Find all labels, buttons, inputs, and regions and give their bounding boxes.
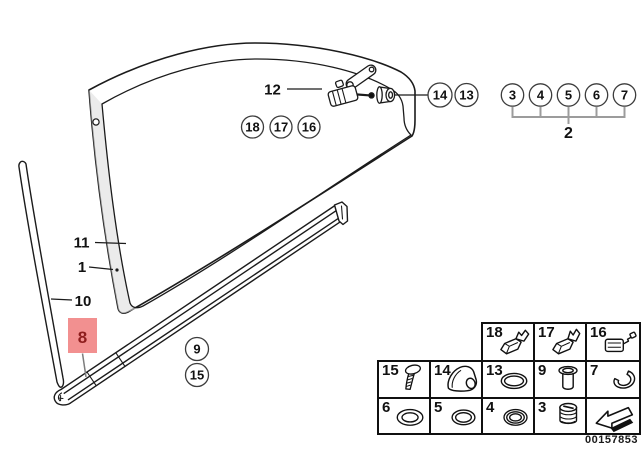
table-cell-16[interactable]: 16 — [585, 322, 641, 362]
strip-end-cap-bottom — [53, 388, 71, 406]
table-cell-4[interactable]: 4 — [481, 397, 535, 435]
leader-10 — [50, 298, 73, 301]
frame-hole — [92, 118, 100, 126]
label-1[interactable]: 1 — [78, 259, 86, 276]
svg-text:17: 17 — [274, 120, 288, 135]
callout-5[interactable]: 5 — [556, 83, 581, 107]
callout-9[interactable]: 9 — [184, 336, 210, 362]
label-2[interactable]: 2 — [564, 125, 573, 142]
svg-text:3: 3 — [509, 88, 516, 103]
window-outer-outline — [88, 42, 416, 314]
callout-17[interactable]: 17 — [269, 115, 293, 139]
highlight-box[interactable] — [68, 318, 97, 353]
callout-13[interactable]: 13 — [454, 82, 479, 108]
window-seal-band — [89, 90, 143, 314]
oval-seal-icon — [500, 372, 528, 390]
strip-segment-tick — [86, 371, 97, 387]
cone-grommet-icon — [447, 365, 478, 392]
label-10[interactable]: 10 — [75, 293, 92, 310]
table-cell-17[interactable]: 17 — [533, 322, 587, 362]
table-cell-5[interactable]: 5 — [429, 397, 483, 435]
callout-16[interactable]: 16 — [297, 115, 321, 139]
o-ring-icon — [451, 409, 476, 426]
leader-11 — [94, 241, 127, 245]
callout-15[interactable]: 15 — [184, 362, 210, 388]
plain-labels: 12 11 1 10 — [74, 82, 281, 311]
latch-pin — [356, 93, 370, 97]
plug-connector-icon — [604, 331, 637, 353]
callout-6[interactable]: 6 — [584, 83, 609, 107]
callout-3[interactable]: 3 — [500, 83, 525, 107]
c-clip-icon — [613, 370, 636, 389]
svg-text:13: 13 — [459, 88, 473, 103]
table-cell-7[interactable]: 7 — [585, 360, 641, 399]
svg-text:6: 6 — [593, 88, 600, 103]
svg-text:9: 9 — [193, 342, 200, 357]
grommet-ring-icon — [503, 408, 528, 426]
table-cell-arrow[interactable] — [585, 397, 641, 435]
svg-text:16: 16 — [302, 120, 316, 135]
callout-7[interactable]: 7 — [612, 83, 637, 107]
crimp-terminal-icon — [552, 328, 581, 355]
highlight-label[interactable]: 8 — [78, 328, 87, 347]
svg-text:4: 4 — [537, 88, 545, 103]
label-12[interactable]: 12 — [264, 82, 281, 99]
leader-1 — [88, 266, 114, 271]
quarter-window-glass — [88, 42, 416, 314]
lower-molding-strip — [53, 201, 349, 406]
strip-segment-tick — [115, 352, 126, 367]
svg-text:5: 5 — [565, 88, 572, 103]
circled-callouts: 18 17 16 14 13 3 4 5 — [184, 82, 637, 388]
grommet-flange — [376, 86, 383, 104]
latch-pin-ball — [368, 92, 375, 99]
diagram-doc-number: 00157853 — [585, 434, 638, 446]
screw-icon — [404, 364, 422, 391]
table-cell-13[interactable]: 13 — [481, 360, 535, 399]
sleeve-grommet-icon — [558, 365, 578, 390]
direction-arrow-icon — [595, 406, 634, 433]
svg-text:14: 14 — [433, 88, 448, 103]
crimp-terminal-icon — [500, 329, 530, 355]
callout-4[interactable]: 4 — [528, 83, 553, 107]
window-inner-outline — [101, 58, 412, 309]
label-11[interactable]: 11 — [74, 235, 90, 252]
table-cell-14[interactable]: 14 — [429, 360, 483, 399]
highlighted-callout-8[interactable]: 8 — [68, 318, 97, 353]
leader-8 — [81, 353, 87, 378]
table-cell-18[interactable]: 18 — [481, 322, 535, 362]
table-cell-9[interactable]: 9 — [533, 360, 587, 399]
group-bracket-2 — [511, 106, 626, 124]
front-trim-strip — [18, 160, 65, 388]
washer-icon — [396, 408, 424, 426]
frame-stud-dot — [115, 268, 119, 272]
table-cell-15[interactable]: 15 — [377, 360, 431, 399]
svg-text:7: 7 — [621, 88, 628, 103]
table-cell-6[interactable]: 6 — [377, 397, 431, 435]
leader-lines — [50, 88, 428, 378]
cap-plug-icon — [559, 402, 578, 425]
svg-text:15: 15 — [190, 368, 204, 383]
svg-text:18: 18 — [245, 120, 259, 135]
table-cell-3[interactable]: 3 — [533, 397, 587, 435]
callout-14[interactable]: 14 — [427, 82, 453, 108]
window-latch-assembly — [327, 64, 396, 107]
strip-end-cap-top — [333, 201, 349, 226]
callout-18[interactable]: 18 — [240, 115, 265, 139]
